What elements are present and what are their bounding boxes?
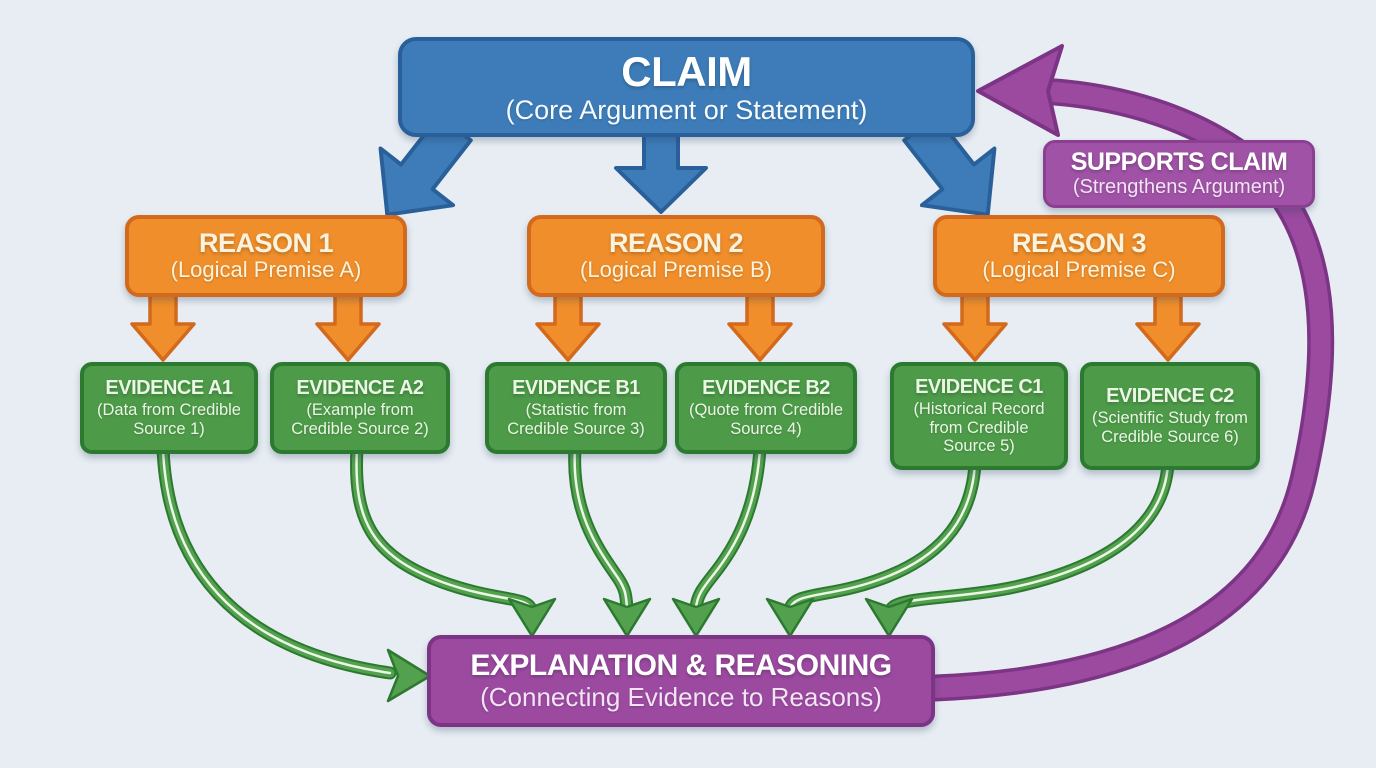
evidence-a1-subtitle: (Data from Credible Source 1) [97, 401, 241, 438]
reason-1-box: REASON 1 (Logical Premise A) [125, 215, 407, 297]
evidence-b2-subtitle: (Quote from Credible Source 4) [688, 401, 844, 438]
reason-1-subtitle: (Logical Premise A) [170, 257, 362, 283]
reason3-to-evidence-c1-arrow [942, 286, 1008, 362]
reason-3-box: REASON 3 (Logical Premise C) [933, 215, 1225, 297]
claim-to-reason1-arrow [378, 113, 473, 217]
evidence-b2-box: EVIDENCE B2 (Quote from Credible Source … [675, 362, 857, 454]
claim-to-reason2-arrow [614, 128, 708, 214]
evidence-c2-subtitle: (Scientific Study from Credible Source 6… [1092, 409, 1248, 446]
evidence-a1-arrow [156, 441, 432, 703]
evidence-b2-arrow [671, 441, 767, 638]
reason2-to-evidence-b2-arrow [727, 286, 793, 362]
evidence-a2-title: EVIDENCE A2 [296, 376, 424, 399]
evidence-b1-box: EVIDENCE B1 (Statistic from Credible Sou… [485, 362, 667, 454]
supports-claim-label: SUPPORTS CLAIM (Strengthens Argument) [1043, 140, 1315, 208]
reason1-to-evidence-a2-arrow [315, 286, 381, 362]
reason-2-title: REASON 2 [608, 228, 744, 259]
reason3-to-evidence-c2-arrow [1135, 286, 1201, 362]
reason-1-title: REASON 1 [198, 228, 334, 259]
reason-3-title: REASON 3 [1011, 228, 1147, 259]
evidence-c1-box: EVIDENCE C1 (Historical Record from Cred… [890, 362, 1068, 470]
evidence-c2-box: EVIDENCE C2 (Scientific Study from Credi… [1080, 362, 1260, 470]
evidence-b1-subtitle: (Statistic from Credible Source 3) [507, 401, 645, 438]
reason1-to-evidence-a1-arrow [130, 286, 196, 362]
reason-3-subtitle: (Logical Premise C) [982, 257, 1176, 283]
evidence-b2-title: EVIDENCE B2 [702, 376, 830, 399]
claim-box: CLAIM (Core Argument or Statement) [398, 37, 975, 137]
explanation-box: EXPLANATION & REASONING (Connecting Evid… [427, 635, 935, 727]
evidence-to-explanation-arrows [156, 441, 1175, 703]
evidence-a1-box: EVIDENCE A1 (Data from Credible Source 1… [80, 362, 258, 454]
evidence-c2-title: EVIDENCE C2 [1106, 384, 1234, 407]
explanation-title: EXPLANATION & REASONING [470, 649, 892, 683]
claim-title: CLAIM [621, 48, 752, 96]
evidence-b1-title: EVIDENCE B1 [512, 376, 640, 399]
evidence-c2-arrow [864, 457, 1175, 638]
evidence-b1-arrow [568, 441, 652, 638]
reason-2-box: REASON 2 (Logical Premise B) [527, 215, 825, 297]
explanation-subtitle: (Connecting Evidence to Reasons) [480, 681, 882, 712]
evidence-a1-title: EVIDENCE A1 [105, 376, 233, 399]
evidence-c1-arrow [765, 457, 982, 638]
reason-2-subtitle: (Logical Premise B) [580, 257, 772, 283]
evidence-a2-arrow [350, 441, 557, 638]
evidence-c1-subtitle: (Historical Record from Credible Source … [913, 400, 1045, 456]
supports-claim-title: SUPPORTS CLAIM [1070, 148, 1288, 177]
evidence-a2-subtitle: (Example from Credible Source 2) [291, 401, 429, 438]
evidence-a2-box: EVIDENCE A2 (Example from Credible Sourc… [270, 362, 450, 454]
supports-claim-arrowhead [976, 44, 1064, 137]
explanation-to-claim-arrow [921, 44, 1335, 702]
claim-subtitle: (Core Argument or Statement) [505, 94, 868, 125]
supports-claim-subtitle: (Strengthens Argument) [1072, 176, 1286, 199]
evidence-c1-title: EVIDENCE C1 [915, 375, 1043, 398]
reason2-to-evidence-b1-arrow [535, 286, 601, 362]
